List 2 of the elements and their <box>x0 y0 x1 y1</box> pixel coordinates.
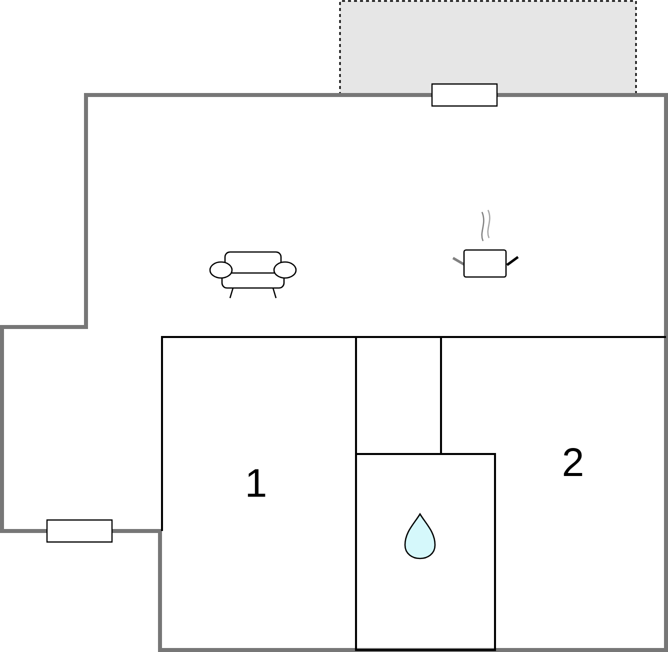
room-number: 1 <box>248 469 266 497</box>
room-number: 2 <box>564 448 582 476</box>
